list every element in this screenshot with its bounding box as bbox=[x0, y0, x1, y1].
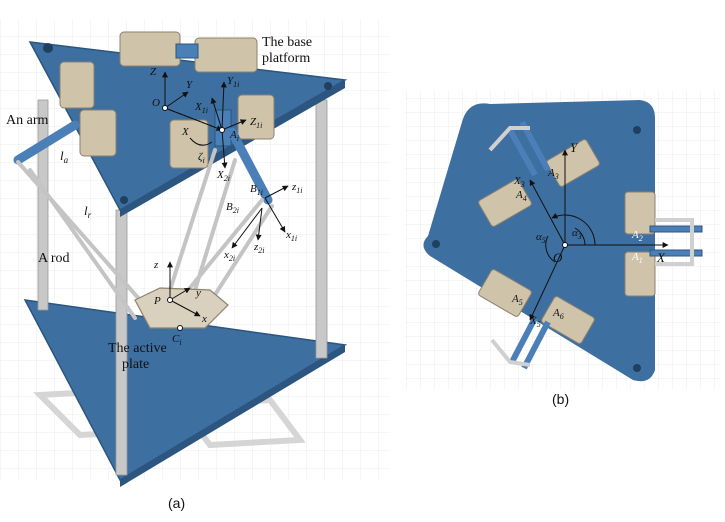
label-b-A1: A1 bbox=[631, 251, 643, 265]
point-ci bbox=[177, 325, 183, 331]
label-B2i: B2i bbox=[226, 201, 239, 215]
label-b-alpha3: α3 bbox=[572, 227, 582, 241]
label-b-X5: X5 bbox=[529, 315, 541, 329]
top-plate-edge bbox=[120, 80, 345, 217]
base-frame-axes bbox=[162, 71, 289, 317]
label-b-A5: A5 bbox=[511, 293, 523, 307]
label-Z1i: Z1i bbox=[250, 116, 262, 130]
panel-b-axes bbox=[529, 149, 669, 321]
label-b-X: X bbox=[656, 250, 666, 265]
triangle-plate bbox=[423, 100, 655, 382]
motor-pair-lower bbox=[478, 269, 595, 370]
label-zeta: ζi bbox=[198, 151, 205, 165]
plate-hole bbox=[432, 240, 440, 248]
motor-block bbox=[169, 94, 275, 169]
label-b-alpha5: α5 bbox=[536, 231, 546, 245]
label-P: P bbox=[153, 295, 161, 307]
plate-hole bbox=[633, 126, 641, 134]
motor-pair-right bbox=[624, 191, 703, 297]
label-b-O: O bbox=[553, 250, 563, 265]
label-b-X3: X3 bbox=[513, 175, 525, 189]
label-Ci: Ci bbox=[172, 333, 182, 347]
label-b-A2: A2 bbox=[631, 229, 643, 243]
label-Z: Z bbox=[150, 66, 157, 78]
label-X: X bbox=[181, 126, 190, 138]
label-b-A3: A3 bbox=[547, 167, 559, 181]
label-Ai: Ai bbox=[229, 129, 239, 143]
label-x: x bbox=[201, 313, 207, 325]
label-b-A6: A6 bbox=[552, 307, 564, 321]
label-active-plate: The active bbox=[108, 341, 167, 356]
label-z1i: z1i bbox=[291, 181, 303, 195]
origin-point bbox=[162, 105, 168, 111]
label-b-Y: Y bbox=[570, 140, 579, 155]
label-X2i: X2i bbox=[216, 169, 230, 183]
label-X1i: X1i bbox=[194, 101, 208, 115]
label-B1i: B1i bbox=[250, 183, 263, 197]
label-active-plate-2: plate bbox=[122, 357, 149, 372]
bottom-plate-edge bbox=[120, 345, 345, 487]
caption-a: (a) bbox=[168, 495, 185, 511]
label-y: y bbox=[195, 287, 201, 299]
label-z2i: z2i bbox=[253, 241, 265, 255]
motor-block bbox=[119, 31, 258, 73]
label-Y: Y bbox=[186, 79, 194, 91]
label-x2i: x2i bbox=[223, 249, 235, 263]
label-lr: lr bbox=[84, 203, 92, 220]
label-rod: A rod bbox=[38, 251, 70, 266]
top-plate-hole bbox=[43, 43, 53, 53]
label-Y1i: Y1i bbox=[227, 75, 239, 89]
active-plate bbox=[134, 287, 229, 329]
label-z: z bbox=[153, 259, 159, 271]
point-ai bbox=[219, 127, 225, 133]
label-base-platform-2: platform bbox=[262, 51, 310, 66]
point-p bbox=[167, 297, 173, 303]
top-plate-hole bbox=[324, 82, 332, 90]
label-arm: An arm bbox=[6, 113, 48, 128]
caption-b: (b) bbox=[552, 391, 569, 407]
motor-pair-upper bbox=[478, 120, 600, 227]
motor-block bbox=[59, 61, 117, 157]
label-base-platform: The base bbox=[262, 35, 312, 50]
panel-b: Y X O A1 A2 A3 A4 X3 A5 X5 A6 α3 α5 (b) bbox=[405, 90, 720, 407]
panel-a: The base platform An arm A rod The activ… bbox=[0, 20, 390, 511]
label-la: la bbox=[60, 148, 69, 165]
label-x1i: x1i bbox=[285, 229, 297, 243]
top-plate-hole bbox=[120, 196, 128, 204]
label-O: O bbox=[152, 97, 160, 109]
arm-left bbox=[13, 120, 80, 165]
arm-right bbox=[227, 127, 273, 205]
origin-o bbox=[562, 242, 568, 248]
plate-hole bbox=[633, 364, 641, 372]
label-b-A4: A4 bbox=[515, 189, 527, 203]
